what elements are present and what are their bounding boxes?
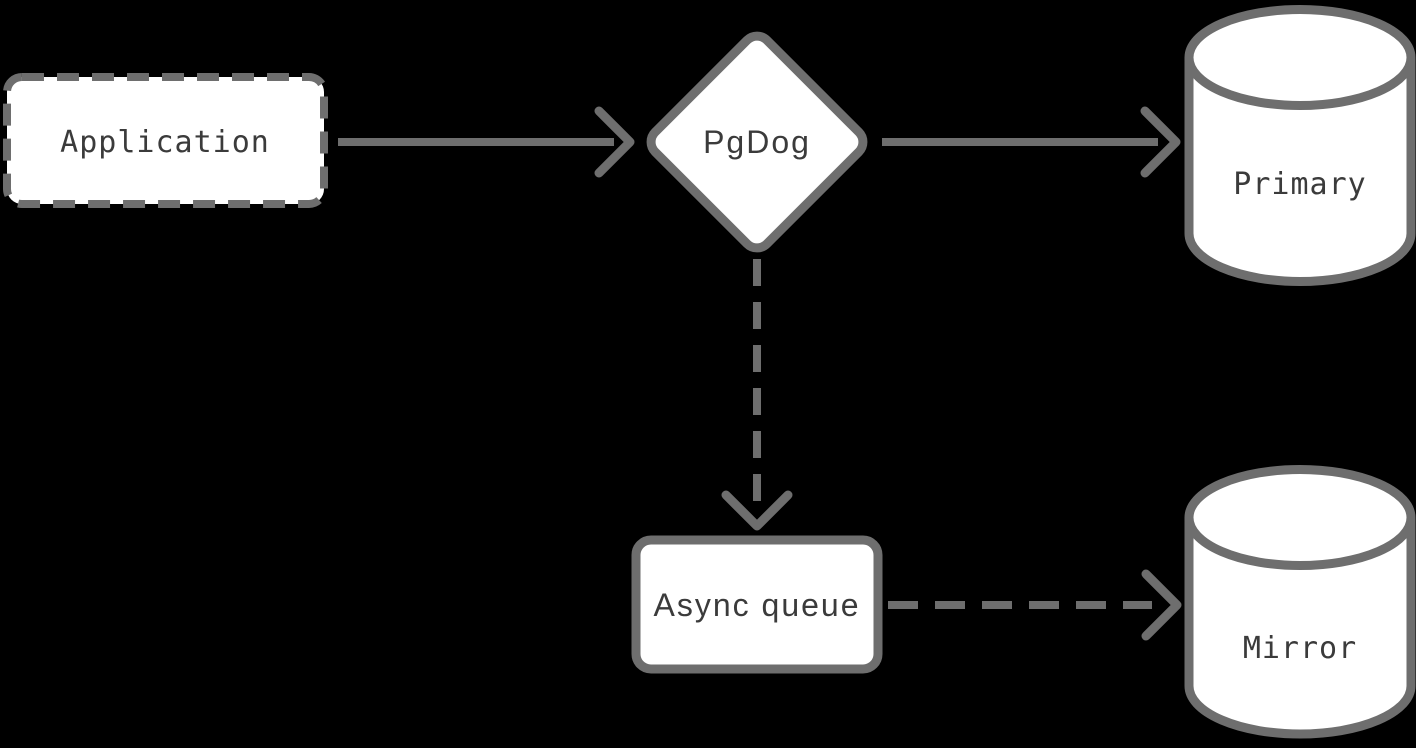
database-cylinder-icon <box>1184 57 1416 286</box>
arrowhead-right-icon <box>1141 569 1182 641</box>
arrowhead-down-icon <box>721 490 793 531</box>
edge-pgdog-to-primary <box>882 106 1181 178</box>
node-primary: Primary <box>1184 5 1416 286</box>
node-application: Application <box>3 73 328 208</box>
edge-application-to-pgdog <box>338 106 635 178</box>
node-pgdog: PgDog <box>646 31 868 253</box>
dashed-rectangle-shape <box>3 73 328 208</box>
node-application-label: Application <box>60 125 270 160</box>
node-mirror: Mirror <box>1184 465 1416 739</box>
diamond-shape <box>646 31 868 253</box>
rectangle-shape <box>631 535 883 674</box>
node-pgdog-label: PgDog <box>703 124 811 160</box>
edge-pgdog-to-async-queue <box>721 259 793 531</box>
node-mirror-label: Mirror <box>1243 631 1357 666</box>
database-cylinder-top <box>1184 465 1416 570</box>
database-cylinder-top <box>1184 5 1416 110</box>
node-primary-label: Primary <box>1233 167 1366 202</box>
arrowhead-right-icon <box>1140 106 1181 178</box>
edge-async-queue-to-mirror <box>888 569 1182 641</box>
database-cylinder-icon <box>1184 517 1416 739</box>
arrowhead-right-icon <box>594 106 635 178</box>
node-async-queue-label: Async queue <box>653 587 860 623</box>
node-async-queue: Async queue <box>631 535 883 674</box>
